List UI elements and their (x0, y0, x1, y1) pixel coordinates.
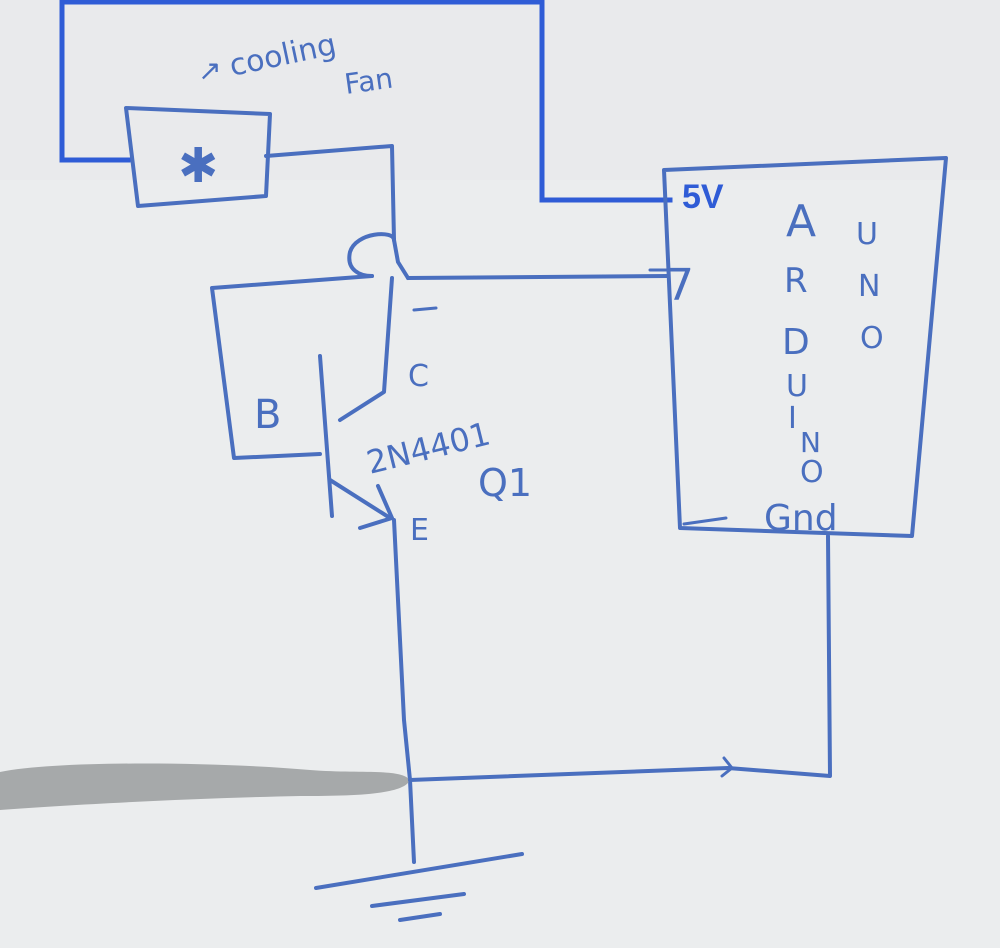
transistor-designator: Q1 (478, 461, 532, 505)
arduino-pin-7: 7 (666, 260, 694, 311)
emitter-arrow (358, 484, 394, 530)
redaction-smudge (0, 763, 410, 810)
paper-sheet (0, 180, 1000, 948)
collector-tick (412, 306, 438, 312)
arduino-letter: N (800, 426, 821, 459)
wire-hop-crossover (347, 232, 396, 278)
arduino-letter: U (786, 369, 808, 404)
wire-pin7-to-base (406, 274, 670, 280)
fan-symbol: ✱ (178, 138, 218, 194)
fan-body (124, 106, 272, 208)
fan-label-arrow: ↗ (198, 54, 221, 87)
wire-ground-return (408, 534, 832, 782)
arduino-model-letter: U (856, 217, 878, 252)
arduino-letter: I (788, 401, 797, 436)
ground-bar-2 (370, 892, 466, 908)
arduino-letter: R (784, 261, 808, 301)
transistor-q1 (318, 354, 394, 530)
wire-base-loop (210, 274, 374, 460)
arduino-letter: O (800, 455, 824, 490)
wire-emitter-to-ground (392, 518, 416, 864)
wire-5v-supply (59, 0, 673, 203)
fan-icon: ✱ (124, 106, 272, 208)
arduino-model-letters: U N O (856, 217, 884, 356)
wire-fan-to-collector (264, 144, 396, 242)
pin-label-collector: C (408, 359, 429, 394)
wire-collector (338, 276, 394, 422)
pin-label-emitter: E (410, 513, 429, 548)
arduino-pin-gnd: Gnd (764, 498, 838, 539)
arduino-model-letter: O (860, 321, 884, 356)
ground-bar-3 (398, 912, 442, 922)
ground-icon (314, 852, 524, 922)
fan-label-fan: Fan (342, 62, 395, 101)
arduino-name-letters: A R D U I N O (782, 196, 824, 490)
ground-bar-1 (314, 852, 524, 890)
arduino-letter: A (786, 196, 816, 247)
arduino-model-letter: N (858, 269, 880, 304)
pin-label-base: B (254, 392, 281, 438)
arduino-letter: D (782, 322, 810, 363)
wire-collector-drop (392, 238, 410, 280)
arduino-pin-5v: 5V (682, 178, 724, 216)
arduino-gnd-tick (682, 516, 728, 526)
arduino-board (662, 156, 948, 538)
transistor-base-bar (318, 354, 334, 518)
transistor-emitter-leg (328, 478, 392, 520)
wire-return-arrow (720, 756, 734, 778)
